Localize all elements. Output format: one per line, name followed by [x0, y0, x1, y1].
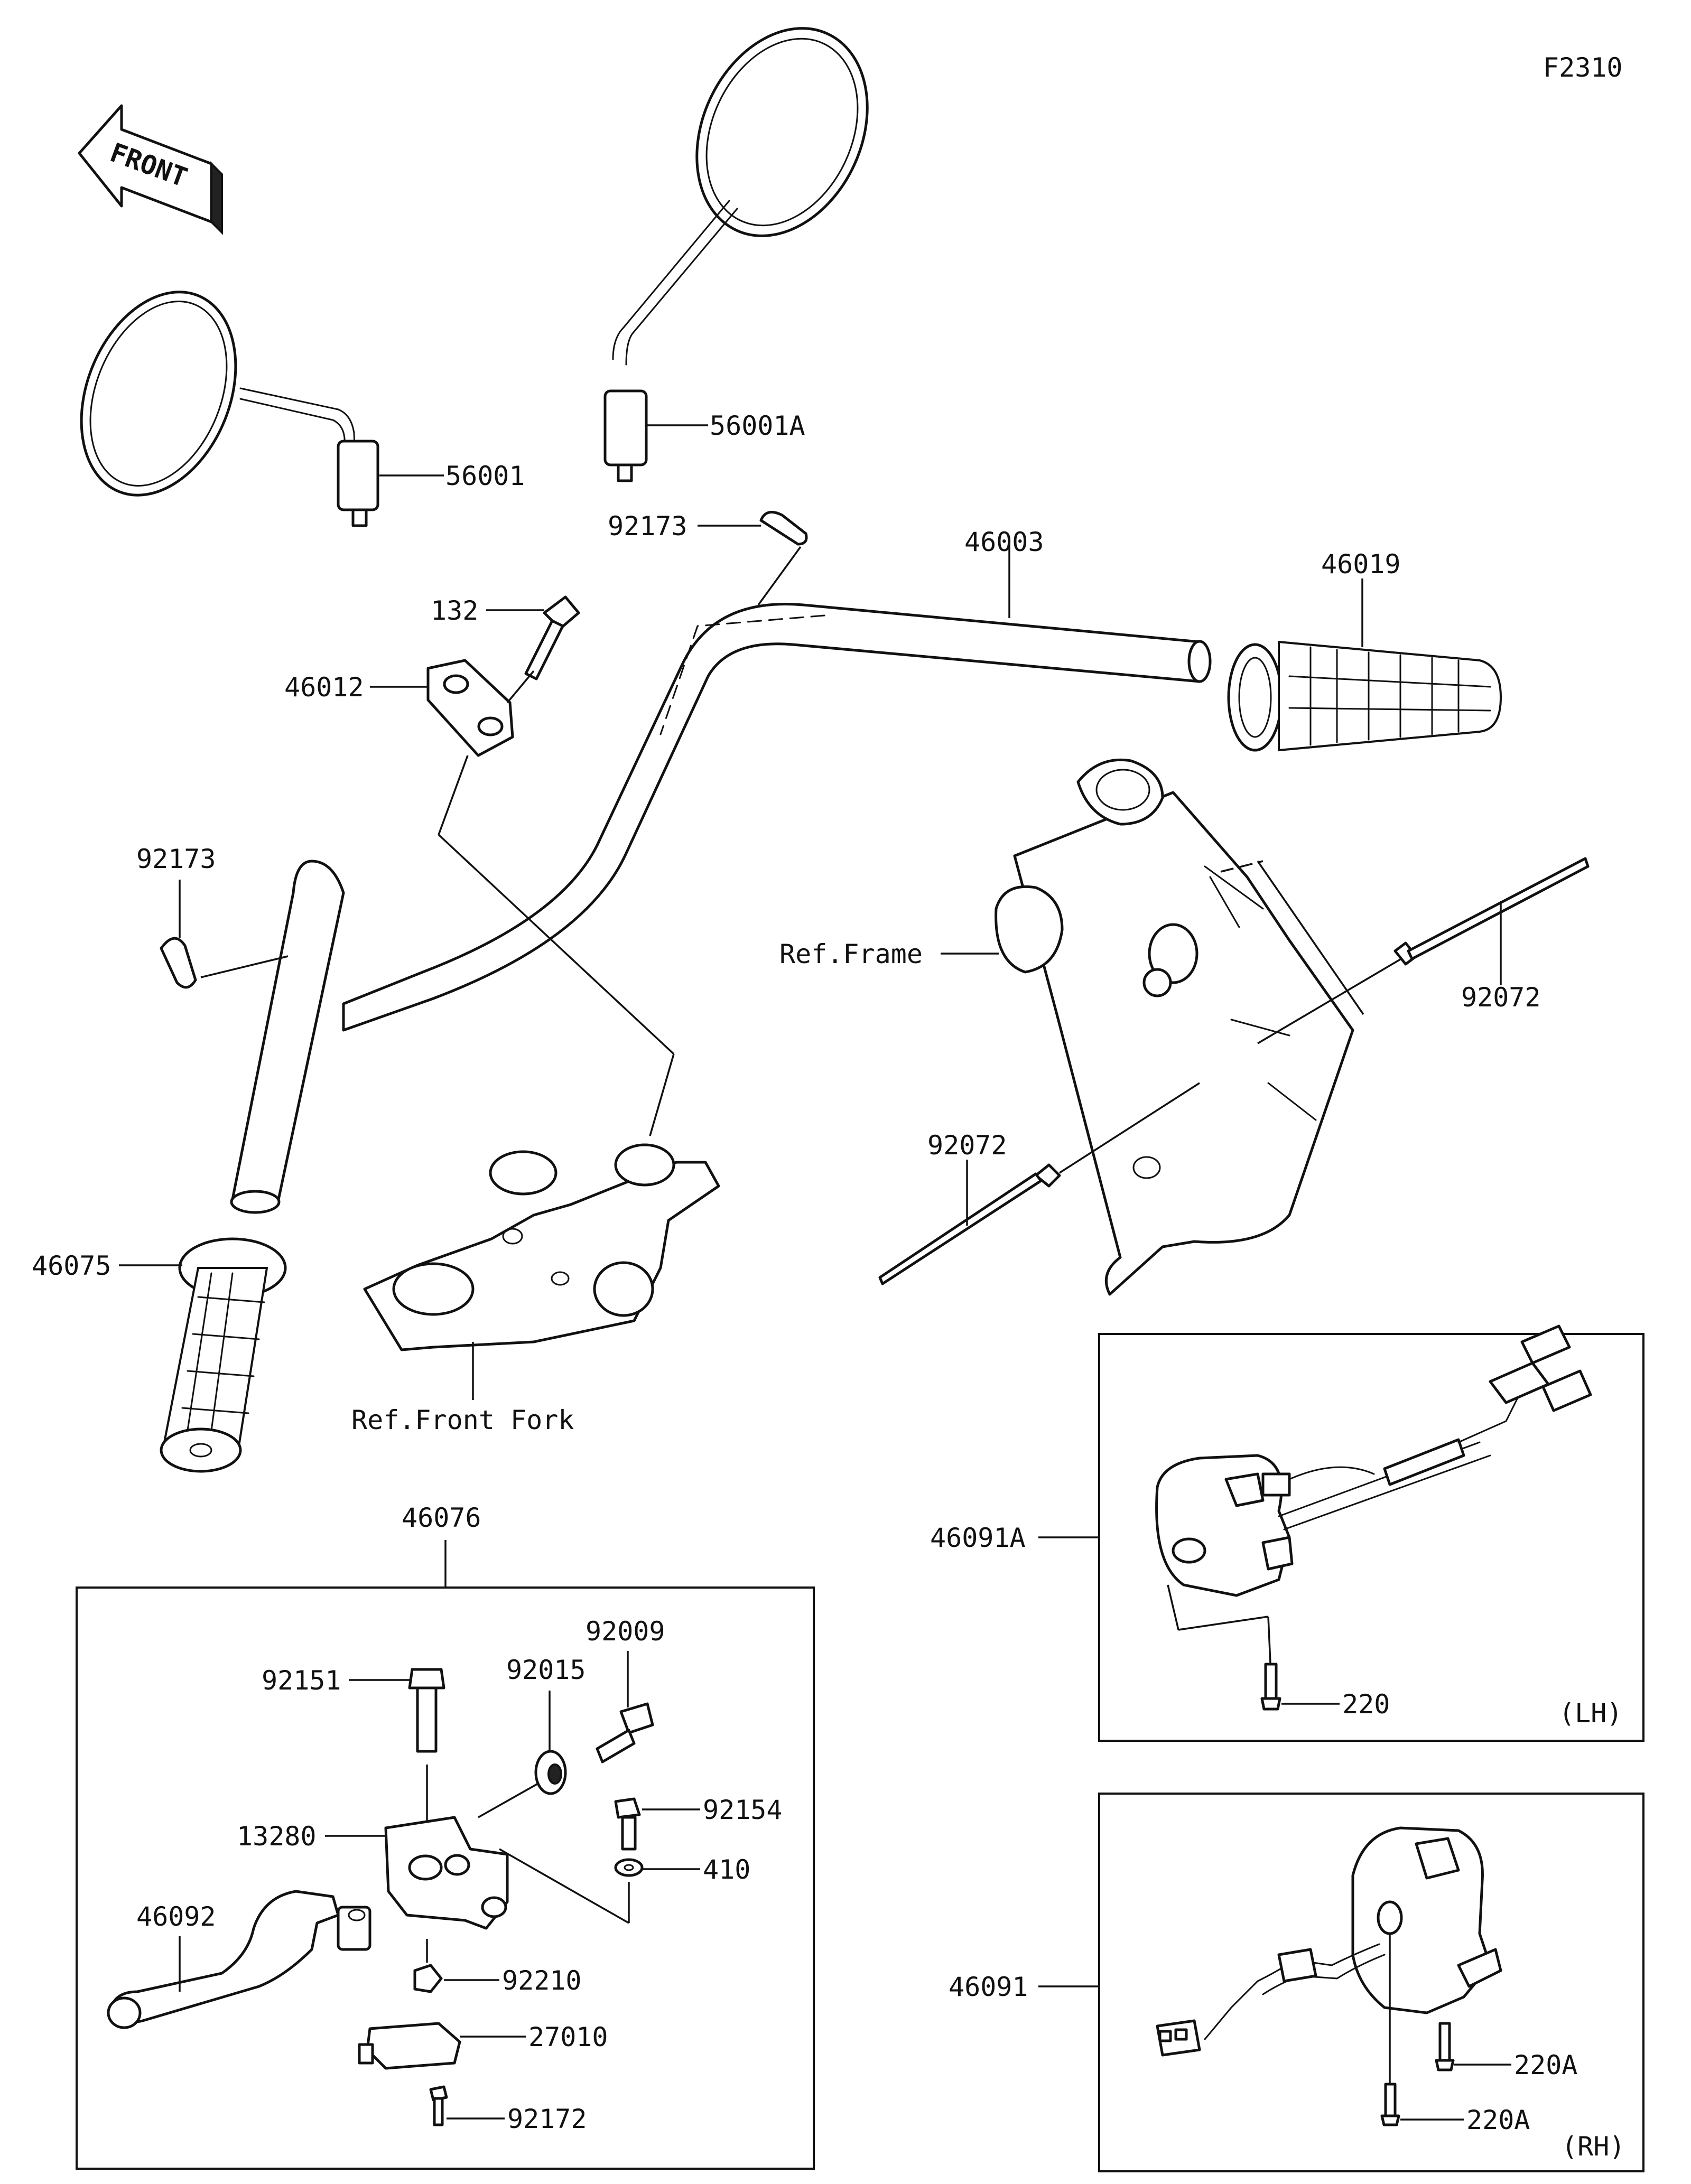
callout-46003: 46003 [964, 527, 1044, 557]
screw-220 [1260, 1663, 1281, 1711]
callout-92015: 92015 [506, 1655, 586, 1685]
callout-92172: 92172 [507, 2104, 587, 2134]
frame-ref [995, 758, 1354, 1296]
ref-frame-label: Ref.Frame [779, 939, 923, 969]
rh-label: (RH) [1562, 2131, 1625, 2162]
callout-410: 410 [703, 1854, 750, 1885]
callout-220: 220 [1342, 1689, 1390, 1720]
callout-46019: 46019 [1321, 549, 1401, 580]
grip-left [160, 1237, 287, 1473]
ref-front-fork-label: Ref.Front Fork [351, 1405, 574, 1435]
callout-220A-lower: 220A [1466, 2105, 1530, 2135]
callout-27010: 27010 [528, 2022, 608, 2052]
figure-code: F2310 [1543, 52, 1623, 83]
screw-92172 [429, 2085, 448, 2126]
bolt-132 [524, 595, 580, 680]
brake-lever-46092 [107, 1890, 371, 2029]
callout-92173-left: 92173 [136, 844, 216, 874]
cable-tie-right [1393, 857, 1590, 966]
front-arrow-icon: FRONT [78, 104, 223, 235]
screw-92009 [596, 1702, 654, 1763]
lh-label: (LH) [1559, 1698, 1622, 1729]
callout-46076: 46076 [402, 1502, 481, 1533]
callout-46091: 46091 [949, 1972, 1028, 2002]
lever-holder-13280 [384, 1816, 509, 1930]
grip-right [1227, 640, 1502, 752]
washer-410 [614, 1858, 644, 1877]
callout-132: 132 [431, 595, 478, 626]
callout-56001: 56001 [445, 461, 525, 491]
mirror-left [80, 291, 379, 527]
callout-46092: 46092 [136, 1901, 216, 1932]
callout-92072-left: 92072 [927, 1130, 1007, 1161]
callout-92009: 92009 [586, 1616, 665, 1647]
callout-46091A: 46091A [930, 1523, 1026, 1553]
front-fork-bracket [363, 1143, 720, 1351]
rh-switch-box [1098, 1793, 1644, 2172]
clip-92173-top [759, 510, 808, 546]
lever-assembly-box [76, 1586, 815, 2170]
callout-92154: 92154 [703, 1795, 783, 1825]
bolt-92151 [408, 1668, 445, 1753]
cable-tie-left [878, 1163, 1061, 1285]
callout-13280: 13280 [237, 1821, 317, 1852]
bushing-92015 [534, 1750, 567, 1795]
callout-92173-top: 92173 [608, 511, 687, 542]
nut-92210 [413, 1964, 443, 1993]
holder-46012 [426, 659, 514, 757]
callout-56001A: 56001A [710, 410, 805, 441]
callout-92072-right: 92072 [1461, 982, 1541, 1013]
callout-92151: 92151 [262, 1665, 341, 1696]
switch-27010 [358, 2022, 461, 2070]
clip-92173-left [160, 937, 197, 989]
mirror-right [603, 27, 869, 482]
switch-housing-lh [1155, 1324, 1592, 1597]
handlebar [230, 602, 1212, 1214]
bolt-92154 [614, 1797, 641, 1851]
switch-housing-rh [1156, 1826, 1502, 2057]
callout-46075: 46075 [32, 1250, 112, 1281]
callout-92210: 92210 [502, 1965, 582, 1996]
callout-46012: 46012 [284, 672, 364, 703]
screw-220A-lower [1380, 2083, 1400, 2126]
callout-220A-upper: 220A [1514, 2050, 1577, 2080]
screw-220A-upper [1435, 2022, 1455, 2071]
